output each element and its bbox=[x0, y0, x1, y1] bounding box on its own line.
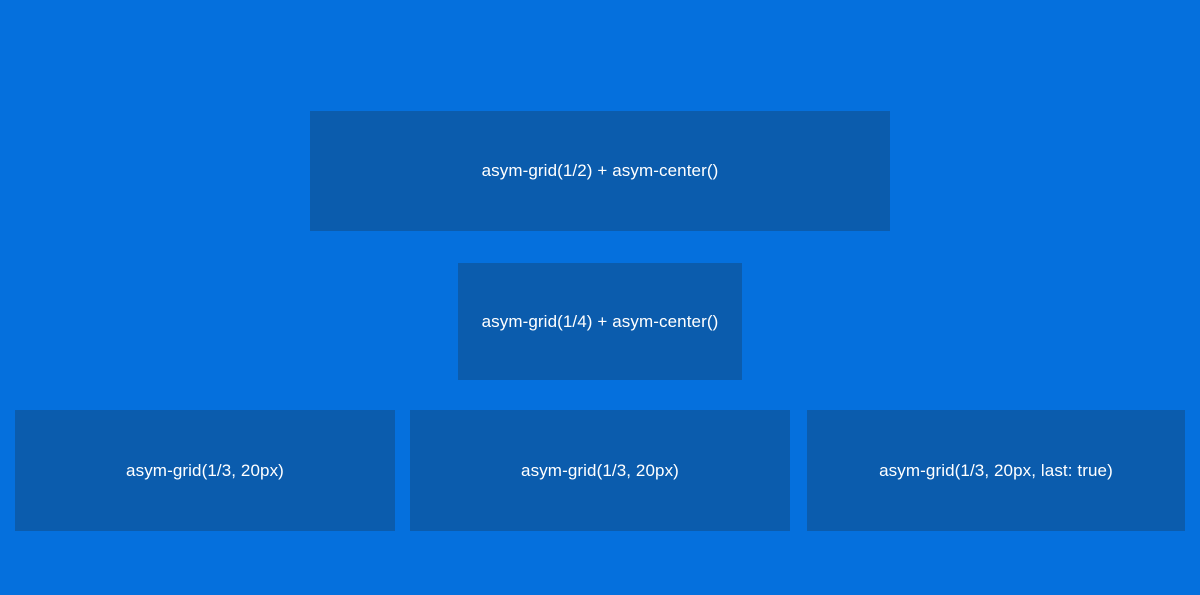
grid-box-quarter-centered: asym-grid(1/4) + asym-center() bbox=[458, 263, 742, 380]
grid-box-third-2: asym-grid(1/3, 20px) bbox=[410, 410, 790, 531]
grid-box-half-centered: asym-grid(1/2) + asym-center() bbox=[310, 111, 890, 231]
grid-box-third-3: asym-grid(1/3, 20px, last: true) bbox=[807, 410, 1185, 531]
grid-box-third-2-label: asym-grid(1/3, 20px) bbox=[521, 460, 679, 480]
grid-box-quarter-centered-label: asym-grid(1/4) + asym-center() bbox=[481, 311, 719, 331]
grid-box-third-3-label: asym-grid(1/3, 20px, last: true) bbox=[879, 460, 1113, 480]
grid-box-half-centered-label: asym-grid(1/2) + asym-center() bbox=[481, 161, 719, 181]
grid-box-third-1: asym-grid(1/3, 20px) bbox=[15, 410, 395, 531]
grid-row-thirds: asym-grid(1/3, 20px) asym-grid(1/3, 20px… bbox=[0, 410, 1200, 531]
grid-box-third-1-label: asym-grid(1/3, 20px) bbox=[126, 460, 284, 480]
